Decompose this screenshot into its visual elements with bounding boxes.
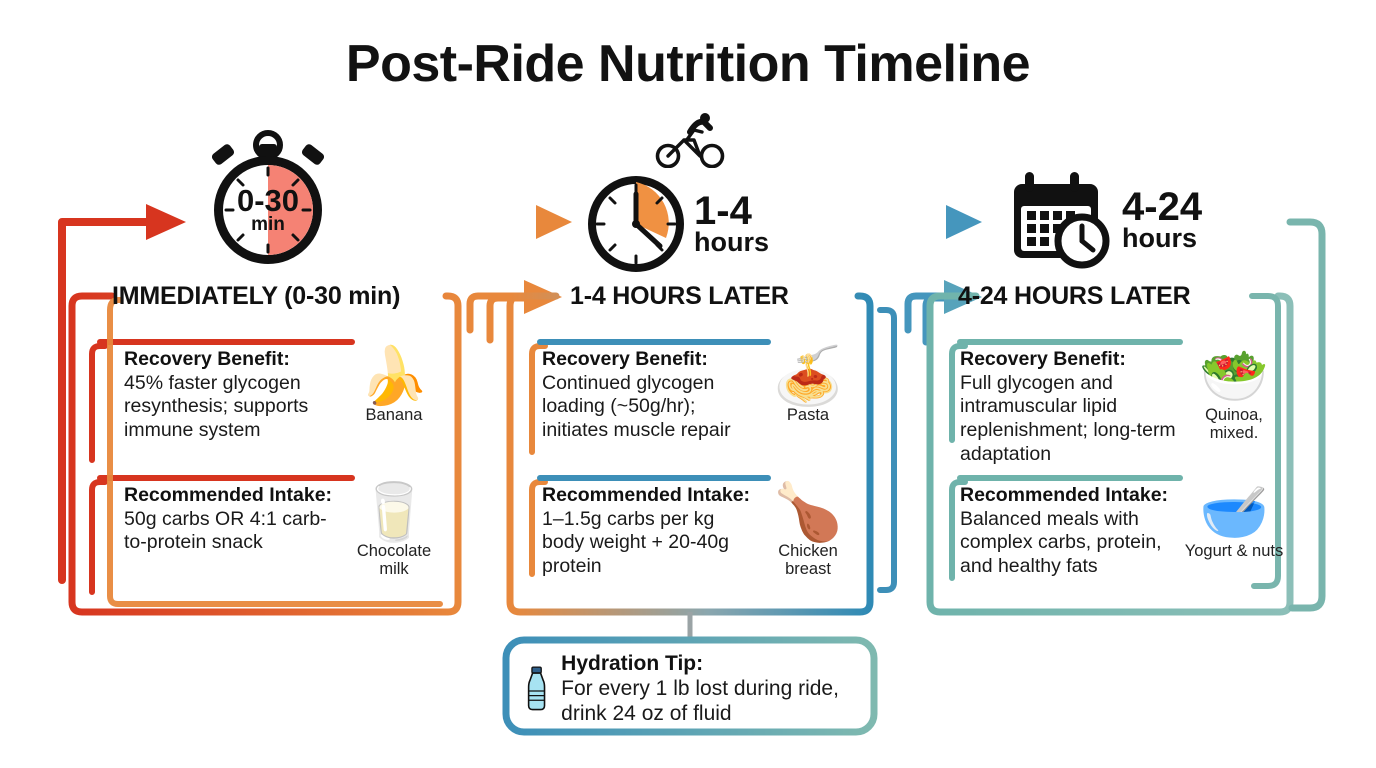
stopwatch-icon: 0-30 min xyxy=(206,128,330,264)
arrow-stage1-to-stage2 xyxy=(350,205,572,239)
media-caption: Banana xyxy=(365,406,423,424)
card-body: Full glycogen and intramuscular lipid re… xyxy=(960,371,1176,465)
chocolate-milk-carton-icon: 🥛 xyxy=(359,480,429,543)
stage-header-four-to-24: 4-24 hours xyxy=(1006,168,1202,272)
card-media: 🥛 Chocolate milk xyxy=(342,484,446,579)
card-body: Continued glycogen loading (~50g/hr); in… xyxy=(542,371,731,441)
card-title: Recommended Intake: xyxy=(124,484,333,506)
card-body: 45% faster glycogen resynthesis; support… xyxy=(124,371,309,441)
clock-icon xyxy=(584,172,688,276)
stage2-time-big: 1-4 xyxy=(694,189,752,234)
bracket-stage1-card2 xyxy=(89,479,108,595)
media-caption: Chocolate milk xyxy=(356,542,432,579)
media-caption: Quinoa, mixed. xyxy=(1205,406,1263,443)
media-caption: Yogurt & nuts xyxy=(1184,542,1284,560)
stage3-time-label: 4-24 hours xyxy=(1122,185,1203,253)
card-title: Recommended Intake: xyxy=(960,484,1169,506)
card-one-to-four-benefit: Recovery Benefit: Continued glycogen loa… xyxy=(542,348,860,443)
media-caption: Chicken breast xyxy=(778,542,838,579)
card-media: 🥗 Quinoa, mixed. xyxy=(1182,348,1286,443)
water-bottle-icon xyxy=(527,666,546,711)
hydration-tip: Hydration Tip: For every 1 lb lost durin… xyxy=(522,652,862,726)
chicken-breast-plate-icon: 🍗 xyxy=(773,480,843,543)
stage2-time-small: hours xyxy=(694,226,770,257)
card-title: Recovery Benefit: xyxy=(542,348,708,370)
pasta-bowl-icon: 🍝 xyxy=(773,344,843,407)
card-title: Recovery Benefit: xyxy=(960,348,1126,370)
salmon-quinoa-plate-icon: 🥗 xyxy=(1199,344,1269,407)
card-four-to-24-benefit: Recovery Benefit: Full glycogen and intr… xyxy=(960,348,1286,466)
card-one-to-four-intake: Recommended Intake: 1–1.5g carbs per kg … xyxy=(542,484,860,579)
arrow-enter-stage2 xyxy=(466,280,562,344)
banana-icon: 🍌 xyxy=(359,344,429,407)
stopwatch-label-secondary: min xyxy=(251,213,285,235)
stage-header-one-to-four: 1-4 hours xyxy=(584,172,769,276)
card-media: 🥣 Yogurt & nuts xyxy=(1182,480,1286,561)
cyclist-icon xyxy=(655,113,725,168)
page-title: Post-Ride Nutrition Timeline xyxy=(345,35,1031,93)
card-immediate-intake: Recommended Intake: 50g carbs OR 4:1 car… xyxy=(124,484,446,579)
calendar-clock-icon xyxy=(1006,168,1116,272)
card-body: 50g carbs OR 4:1 carb-to-protein snack xyxy=(124,507,327,554)
stopwatch-label-primary: 0-30 xyxy=(236,183,300,219)
stage3-time-big: 4-24 xyxy=(1122,185,1203,230)
stage2-time-label: 1-4 hours xyxy=(694,189,770,257)
card-body: Balanced meals with complex carbs, prote… xyxy=(960,507,1162,577)
arrow-stage2-to-stage3 xyxy=(790,205,982,239)
section-heading-one-to-four: 1-4 HOURS LATER xyxy=(570,282,789,310)
rail-right-outer xyxy=(1286,218,1326,612)
card-media: 🍗 Chicken breast xyxy=(756,484,860,579)
yogurt-berries-bowl-icon: 🥣 xyxy=(1199,480,1269,543)
bracket-stage2-right xyxy=(877,307,897,593)
card-four-to-24-intake: Recommended Intake: Balanced meals with … xyxy=(960,484,1286,579)
card-media: 🍝 Pasta xyxy=(756,344,860,425)
card-media: 🍌 Banana xyxy=(342,344,446,425)
section-heading-immediate: IMMEDIATELY (0-30 min) xyxy=(112,282,401,310)
card-immediate-benefit: Recovery Benefit: 45% faster glycogen re… xyxy=(124,348,446,443)
hydration-title: Hydration Tip: xyxy=(561,652,704,675)
media-caption: Pasta xyxy=(786,406,830,424)
card-title: Recommended Intake: xyxy=(542,484,751,506)
stage3-time-small: hours xyxy=(1122,222,1198,253)
bracket-stage1-card1 xyxy=(89,343,108,463)
stage-header-immediate: 0-30 min xyxy=(206,128,330,264)
card-body: 1–1.5g carbs per kg body weight + 20-40g… xyxy=(542,507,730,577)
hydration-body: For every 1 lb lost during ride, drink 2… xyxy=(561,677,839,726)
card-title: Recovery Benefit: xyxy=(124,348,290,370)
section-heading-four-to-24: 4-24 HOURS LATER xyxy=(958,282,1191,310)
